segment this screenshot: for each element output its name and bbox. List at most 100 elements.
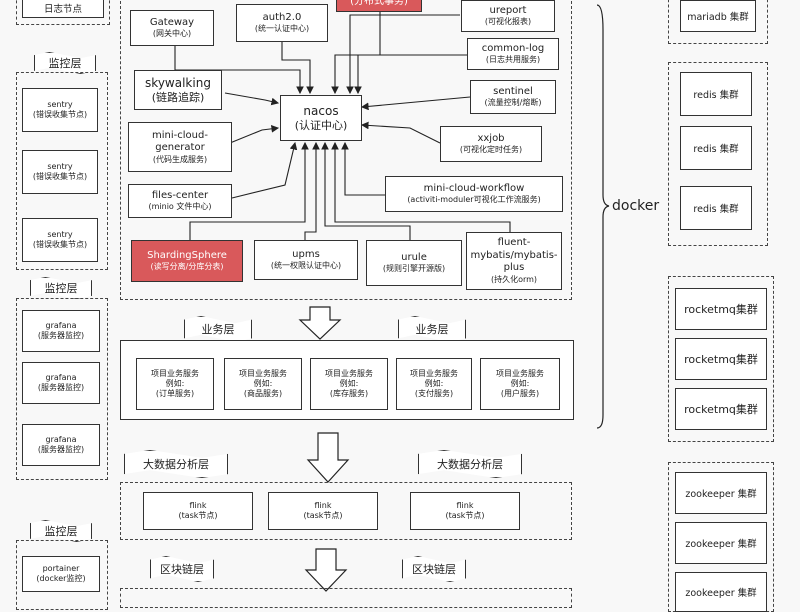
- workflow-box: mini-cloud-workflow (activiti-moduler可视化…: [385, 176, 563, 212]
- docker-label: docker: [612, 198, 660, 214]
- down-arrow-2: [306, 432, 350, 483]
- zookeeper-box-1: zookeeper 集群: [675, 472, 767, 514]
- sentry-1-name: sentry: [47, 100, 73, 109]
- sentry-box-3: sentry (错误收集节点): [22, 218, 98, 262]
- rocketmq-3-label: rocketmq集群: [684, 403, 758, 416]
- rocketmq-group: [668, 276, 774, 442]
- grafana-3-desc: (服务器监控): [37, 445, 85, 454]
- flink-2-name: flink: [314, 501, 332, 510]
- gateway-box: Gateway (网关中心): [130, 10, 214, 46]
- service-2-line3: (商品服务): [243, 389, 283, 398]
- service-4-line2: 例如:: [424, 379, 444, 388]
- flink-1-name: flink: [189, 501, 207, 510]
- urule-desc: (规则引擎开源版): [382, 264, 446, 274]
- service-1-line3: (订单服务): [155, 389, 195, 398]
- sharding-sphere-box: ShardingSphere (读写分离/分库分表): [131, 240, 243, 282]
- common-log-desc: (日志共用服务): [485, 55, 541, 65]
- grafana-box-2: grafana (服务器监控): [22, 362, 100, 404]
- down-arrow-3: [304, 548, 348, 592]
- generator-desc: (代码生成服务): [152, 154, 208, 164]
- sentry-group: [16, 72, 108, 270]
- portainer-desc: (docker监控): [36, 574, 86, 583]
- sharding-desc: (读写分离/分库分表): [150, 262, 224, 272]
- grafana-1-desc: (服务器监控): [37, 331, 85, 340]
- sharding-name: ShardingSphere: [147, 249, 227, 261]
- sentry-box-2: sentry (错误收集节点): [22, 150, 98, 194]
- business-service-2: 项目业务服务 例如: (商品服务): [224, 358, 302, 410]
- nacos-box: nacos (认证中心): [280, 95, 362, 141]
- sentry-box-1: sentry (错误收集节点): [22, 88, 98, 132]
- grafana-3-name: grafana: [45, 435, 77, 444]
- business-service-3: 项目业务服务 例如: (库存服务): [310, 358, 388, 410]
- business-flag-right-label: 业务层: [415, 323, 449, 336]
- service-1-line2: 例如:: [165, 379, 185, 388]
- generator-box: mini-cloud- generator (代码生成服务): [128, 122, 232, 172]
- sentry-2-desc: (错误收集节点): [32, 172, 88, 181]
- redis-1-label: redis 集群: [693, 90, 739, 101]
- service-3-line2: 例如:: [339, 379, 359, 388]
- mariadb-box: mariadb 集群: [680, 0, 756, 32]
- zookeeper-box-2: zookeeper 集群: [675, 522, 767, 564]
- service-5-line1: 项目业务服务: [496, 369, 544, 378]
- redis-group: [668, 62, 768, 246]
- auth-desc: (统一认证中心): [254, 24, 310, 34]
- nacos-desc: (认证中心): [294, 118, 348, 132]
- log-node-label: 日志节点: [43, 4, 82, 15]
- sentinel-desc: (流量控制/熔断): [484, 98, 542, 108]
- grafana-box-1: grafana (服务器监控): [22, 310, 100, 352]
- flink-box-1: flink (task节点): [143, 492, 253, 530]
- flink-3-name: flink: [456, 501, 474, 510]
- common-log-name: common-log: [481, 42, 545, 54]
- service-1-line1: 项目业务服务: [151, 369, 199, 378]
- flink-box-2: flink (task节点): [268, 492, 378, 530]
- upms-box: upms (统一权限认证中心): [254, 240, 358, 280]
- sentinel-box: sentinel (流量控制/熔断): [470, 80, 556, 114]
- zookeeper-3-label: zookeeper 集群: [685, 588, 757, 599]
- upms-desc: (统一权限认证中心): [270, 261, 342, 271]
- monitor-layer-flag-3-label: 监控层: [44, 525, 78, 538]
- gateway-name: Gateway: [149, 16, 195, 28]
- upms-name: upms: [292, 248, 320, 260]
- blockchain-flag-right-label: 区块链层: [412, 563, 456, 576]
- business-service-4: 项目业务服务 例如: (支付服务): [396, 358, 472, 410]
- redis-box-2: redis 集群: [680, 126, 752, 170]
- service-3-line1: 项目业务服务: [325, 369, 373, 378]
- workflow-name: mini-cloud-workflow: [423, 182, 525, 194]
- service-5-line3: (用户服务): [500, 389, 540, 398]
- xxjob-name: xxjob: [477, 132, 505, 144]
- flink-1-desc: (task节点): [178, 511, 218, 520]
- monitor-layer-flag-2-label: 监控层: [44, 282, 78, 295]
- bigdata-flag-right-label: 大数据分析层: [437, 458, 503, 471]
- rocketmq-1-label: rocketmq集群: [684, 303, 758, 316]
- xxjob-desc: (可视化定时任务): [459, 145, 523, 155]
- mariadb-group: [668, 0, 768, 44]
- sentry-3-desc: (错误收集节点): [32, 240, 88, 249]
- log-node-box: 日志节点: [22, 0, 104, 18]
- grafana-group: [16, 298, 108, 480]
- zookeeper-1-label: zookeeper 集群: [685, 489, 757, 500]
- fluent-desc: (持久化orm): [490, 274, 538, 284]
- fluent-mybatis-box: fluent- mybatis/mybatis- plus (持久化orm): [466, 232, 562, 290]
- zookeeper-2-label: zookeeper 集群: [685, 539, 757, 550]
- ureport-name: ureport: [489, 4, 527, 16]
- distributed-transaction-label: (分布式事务): [350, 0, 408, 7]
- bigdata-group: [120, 482, 572, 540]
- service-4-line1: 项目业务服务: [410, 369, 458, 378]
- urule-box: urule (规则引擎开源版): [366, 240, 462, 286]
- down-arrow-1: [298, 306, 342, 340]
- zookeeper-box-3: zookeeper 集群: [675, 572, 767, 612]
- common-log-box: common-log (日志共用服务): [467, 38, 559, 70]
- skywalking-desc: (链路追踪): [151, 90, 205, 104]
- auth-box: auth2.0 (统一认证中心): [236, 4, 328, 42]
- fluent-name: fluent- mybatis/mybatis- plus: [470, 237, 558, 274]
- ureport-box: ureport (可视化报表): [461, 0, 555, 32]
- portainer-box: portainer (docker监控): [22, 556, 100, 592]
- log-node-group: [16, 0, 110, 25]
- rocketmq-box-1: rocketmq集群: [675, 288, 767, 330]
- blockchain-flag-left-label: 区块链层: [160, 563, 204, 576]
- service-5-line2: 例如:: [510, 379, 530, 388]
- skywalking-name: skywalking: [145, 75, 211, 90]
- grafana-1-name: grafana: [45, 321, 77, 330]
- sentry-1-desc: (错误收集节点): [32, 110, 88, 119]
